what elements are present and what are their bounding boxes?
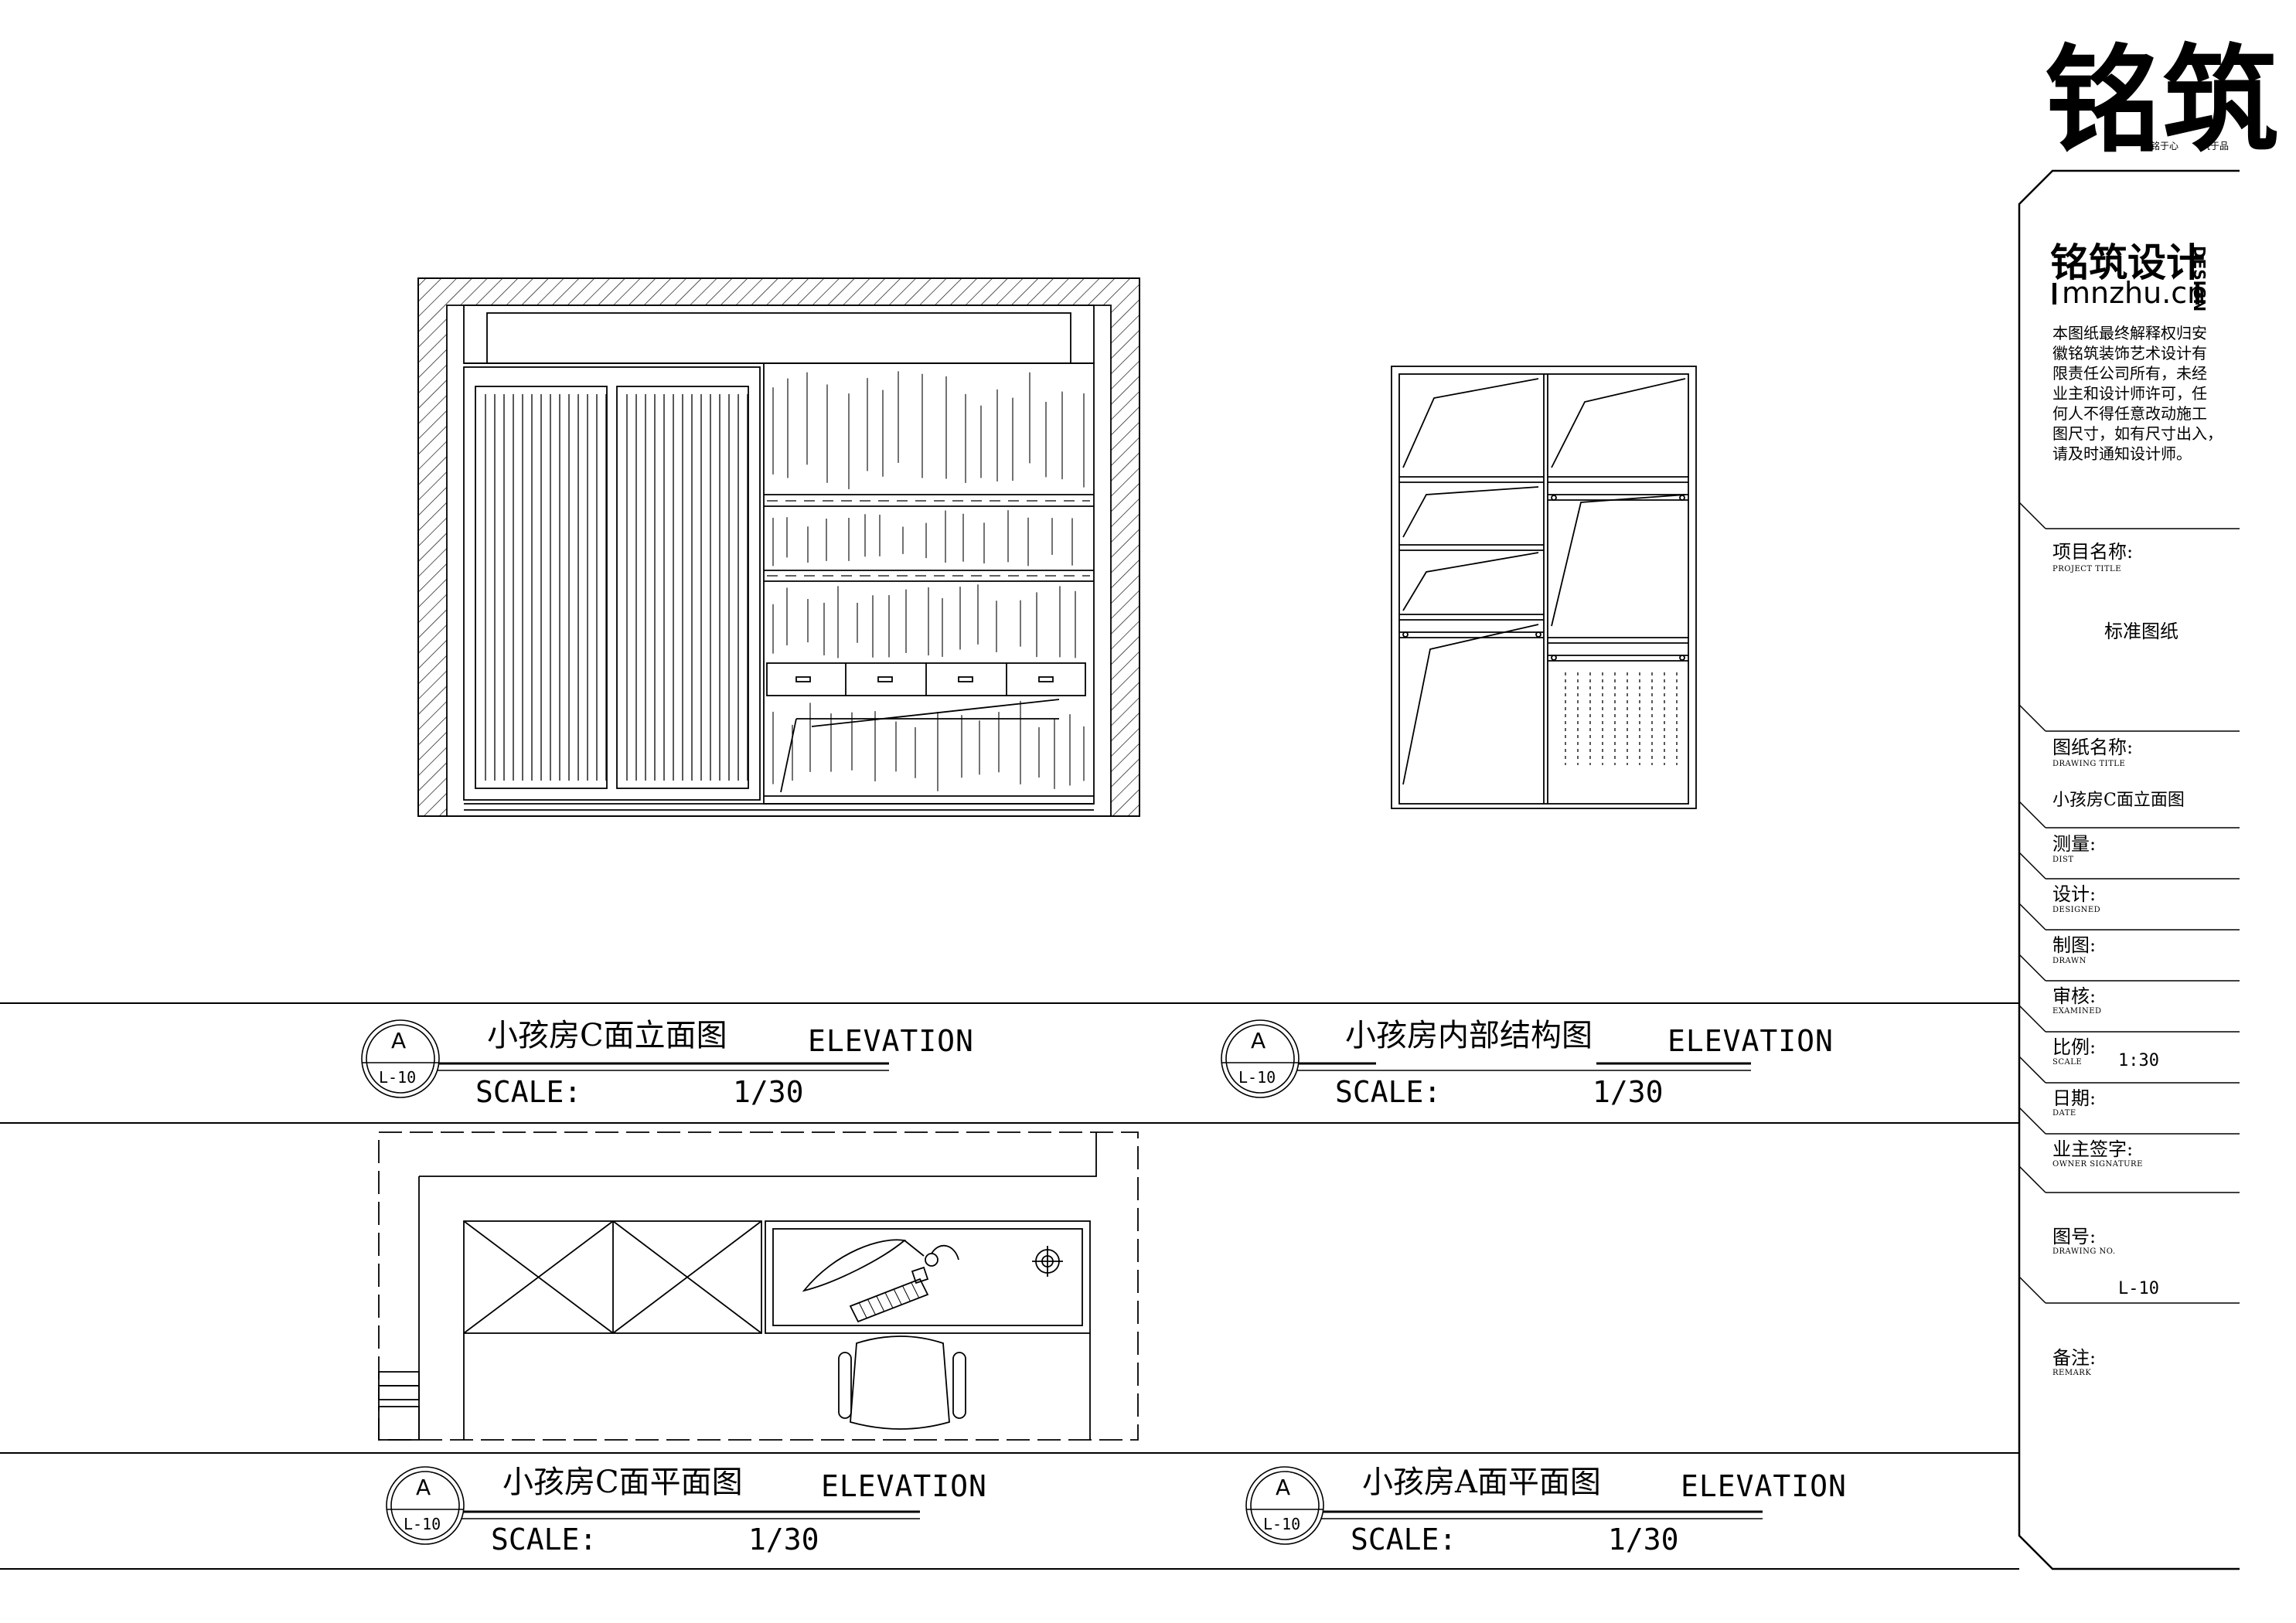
- notice-text: 本图纸最终解释权归安 徽铭筑装饰艺术设计有 限责任公司所有，未经 业主和设计师许…: [2052, 323, 2223, 464]
- drawing-number-label: 图号:: [2052, 1226, 2097, 1247]
- reviewer-label-en: EXAMINED: [2052, 1007, 2102, 1016]
- owner-signature-label-en: OWNER SIGNATURE: [2052, 1160, 2143, 1169]
- caption-scale-value: 1/30: [733, 1075, 804, 1109]
- title-block-frame: [2018, 169, 2240, 1570]
- logo: 铭筑: [2045, 43, 2280, 158]
- caption-title: 小孩房C面平面图: [502, 1465, 743, 1500]
- caption-symbol-top: A: [1276, 1475, 1291, 1500]
- design-vertical-label: DESIGN: [2190, 246, 2209, 312]
- company-name: 铭筑设计: [2050, 240, 2205, 285]
- caption-symbol-bottom: L-10: [379, 1068, 417, 1087]
- drafter-label-en: DRAWN: [2052, 957, 2086, 965]
- keyboard-key-line: [867, 1299, 876, 1315]
- plan-c-drawing: [378, 1131, 1139, 1441]
- project-title-value: 标准图纸: [2104, 621, 2178, 642]
- keyboard-key-line: [858, 1302, 867, 1318]
- elevation-c-door-grooves: [485, 394, 748, 781]
- caption-type: ELEVATION: [1667, 1024, 1834, 1058]
- notice-line: 限责任公司所有，未经: [2052, 364, 2207, 383]
- measure-label-en: DIST: [2052, 856, 2074, 864]
- caption-scale-word: SCALE:: [475, 1075, 582, 1109]
- caption-type: ELEVATION: [1681, 1469, 1847, 1503]
- caption-scale-word: SCALE:: [1351, 1523, 1457, 1557]
- designer-label: 设计:: [2052, 883, 2097, 905]
- drawing-title-label: 图纸名称:: [2052, 737, 2134, 758]
- remark-label-en: REMARK: [2052, 1369, 2092, 1377]
- caption-symbol-bottom: L-10: [1238, 1068, 1276, 1087]
- notice-line: 请及时通知设计师。: [2052, 444, 2192, 463]
- drafter-label: 制图:: [2052, 934, 2097, 956]
- caption-underlines: [402, 1062, 1763, 1519]
- notice-line: 徽铭筑装饰艺术设计有: [2052, 344, 2207, 362]
- internal-structure-hanging-clothes: [1565, 672, 1678, 765]
- elevation-c-wood-grain: [772, 371, 1085, 791]
- internal-structure-drawing: [1391, 366, 1697, 809]
- notice-line: 何人不得任意改动施工: [2052, 404, 2207, 423]
- caption-symbol-top: A: [1251, 1028, 1266, 1053]
- caption-symbol-top: A: [391, 1028, 407, 1053]
- keyboard-key-line: [876, 1295, 885, 1312]
- notice-line: 本图纸最终解释权归安: [2052, 324, 2207, 342]
- company-url: mnzhu.cn: [2062, 276, 2206, 310]
- brand-bars: [2052, 283, 2199, 305]
- elevation-c-dashed-shelf-lines: [767, 500, 1090, 577]
- reviewer-label: 审核:: [2052, 985, 2097, 1007]
- scale-value: 1:30: [2118, 1051, 2159, 1070]
- elevation-c-drawing: [417, 277, 1140, 817]
- caption-title: 小孩房C面立面图: [487, 1018, 727, 1053]
- caption-title: 小孩房内部结构图: [1345, 1018, 1593, 1053]
- drawing-title-value: 小孩房C面立面图: [2052, 791, 2185, 810]
- caption-scale-word: SCALE:: [1335, 1075, 1442, 1109]
- notice-line: 图尺寸，如有尺寸出入，: [2052, 424, 2223, 443]
- caption-symbols: [361, 1019, 1324, 1545]
- keyboard-key-line: [902, 1285, 911, 1301]
- logo-slogan-left: 铭于心: [2151, 141, 2179, 151]
- sheet-frame: [0, 1002, 2019, 1570]
- caption-scale-word: SCALE:: [491, 1523, 598, 1557]
- logo-text: 铭筑: [2045, 32, 2281, 168]
- caption-type: ELEVATION: [808, 1024, 974, 1058]
- notice-line: 业主和设计师许可，任: [2052, 384, 2207, 403]
- caption-symbol-bottom: L-10: [404, 1515, 441, 1533]
- scale-label: 比例:: [2052, 1036, 2097, 1058]
- caption-symbol-bottom: L-10: [1263, 1515, 1301, 1533]
- keyboard-key-line: [884, 1292, 894, 1308]
- designer-label-en: DESIGNED: [2052, 906, 2101, 914]
- keyboard-key-line: [850, 1305, 859, 1322]
- caption-title: 小孩房A面平面图: [1362, 1465, 1601, 1500]
- plan-c-keyboard-keys: [850, 1282, 920, 1322]
- keyboard-key-line: [893, 1288, 902, 1305]
- remark-label: 备注:: [2052, 1347, 2097, 1369]
- drawing-number-value: L-10: [2118, 1279, 2159, 1298]
- drawing-title-label-en: DRAWING TITLE: [2052, 760, 2126, 768]
- caption-symbol-top: A: [416, 1475, 431, 1500]
- caption-type: ELEVATION: [821, 1469, 987, 1503]
- caption-scale-value: 1/30: [1608, 1523, 1679, 1557]
- project-title-label: 项目名称:: [2052, 541, 2134, 563]
- logo-slogan-right: 筑于品: [2201, 141, 2230, 151]
- date-label-en: DATE: [2052, 1109, 2076, 1118]
- scale-label-en: SCALE: [2052, 1058, 2083, 1067]
- keyboard-key-line: [911, 1282, 920, 1298]
- date-label: 日期:: [2052, 1087, 2097, 1109]
- project-title-label-en: PROJECT TITLE: [2052, 565, 2121, 573]
- owner-signature-label: 业主签字:: [2052, 1138, 2134, 1160]
- caption-scale-value: 1/30: [1593, 1075, 1664, 1109]
- drawing-number-label-en: DRAWING NO.: [2052, 1247, 2116, 1256]
- caption-scale-value: 1/30: [748, 1523, 819, 1557]
- measure-label: 测量:: [2052, 833, 2097, 855]
